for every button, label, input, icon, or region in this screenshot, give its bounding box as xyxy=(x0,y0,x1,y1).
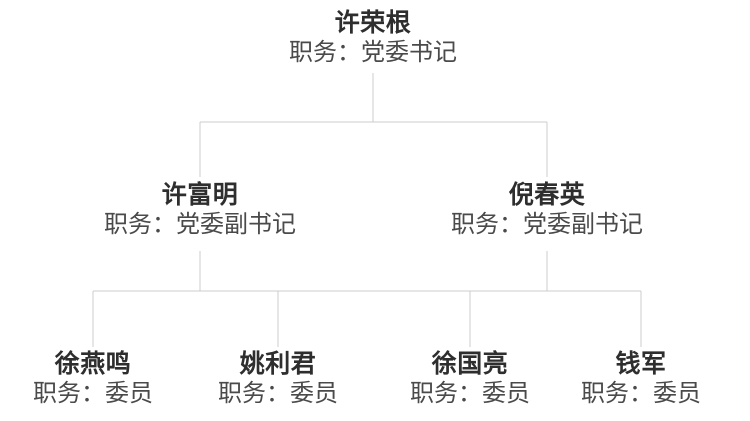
org-node-member-1: 徐燕鸣 职务：委员 xyxy=(33,349,153,409)
person-title: 职务：党委副书记 xyxy=(451,211,643,238)
person-name: 徐国亮 xyxy=(431,350,509,378)
org-node-deputy-2: 倪春英 职务：党委副书记 xyxy=(451,180,643,240)
person-name: 许荣根 xyxy=(334,9,412,37)
person-name: 姚利君 xyxy=(239,350,317,378)
person-name: 许富明 xyxy=(161,181,239,209)
person-title: 职务：党委副书记 xyxy=(104,211,296,238)
person-title: 职务：委员 xyxy=(33,380,153,407)
person-title: 职务：党委书记 xyxy=(289,39,457,66)
person-title: 职务：委员 xyxy=(410,380,530,407)
person-title: 职务：委员 xyxy=(218,380,338,407)
org-node-member-4: 钱军 职务：委员 xyxy=(581,349,701,409)
org-node-member-3: 徐国亮 职务：委员 xyxy=(410,349,530,409)
person-title: 职务：委员 xyxy=(581,380,701,407)
person-name: 徐燕鸣 xyxy=(54,350,132,378)
person-name: 倪春英 xyxy=(508,181,586,209)
person-name: 钱军 xyxy=(615,350,667,378)
org-node-member-2: 姚利君 职务：委员 xyxy=(218,349,338,409)
org-node-root: 许荣根 职务：党委书记 xyxy=(289,8,457,68)
org-node-deputy-1: 许富明 职务：党委副书记 xyxy=(104,180,296,240)
